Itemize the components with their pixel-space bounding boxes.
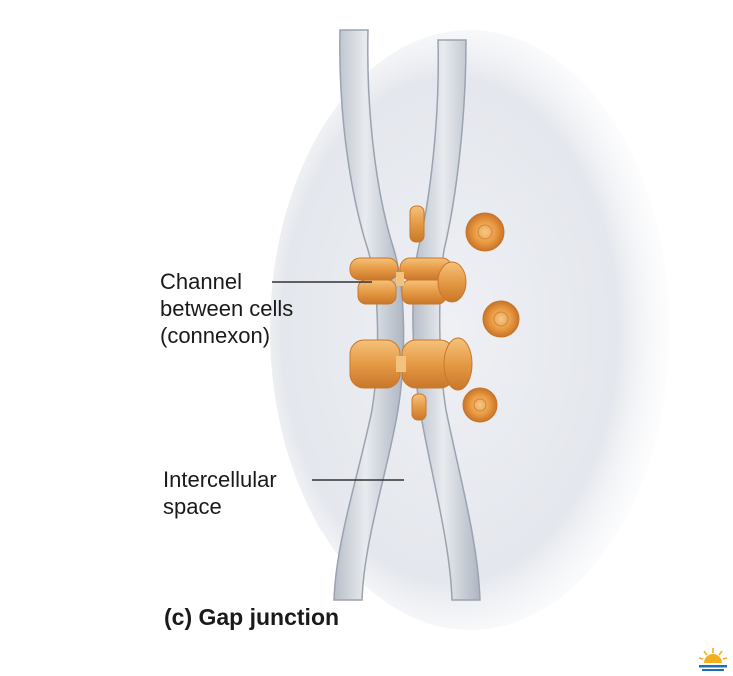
- connexon-upper: [349, 257, 467, 305]
- channel-label: Channel between cells (connexon): [160, 268, 293, 349]
- intercellular-label: Intercellular space: [163, 466, 277, 520]
- channel-label-line-3: (connexon): [160, 323, 271, 348]
- connexon-surface-discs: [462, 212, 520, 423]
- intercellular-label-line-1: Intercellular: [163, 467, 277, 492]
- connexon-small: [409, 205, 427, 421]
- channel-label-line-1: Channel: [160, 269, 242, 294]
- intercellular-label-line-2: space: [163, 494, 222, 519]
- left-membrane: [333, 29, 405, 601]
- right-membrane: [412, 39, 481, 601]
- sun-logo-icon: [698, 648, 728, 671]
- figure-caption: (c) Gap junction: [164, 604, 340, 630]
- connexon-lower: [349, 337, 473, 391]
- channel-label-line-2: between cells: [160, 296, 294, 321]
